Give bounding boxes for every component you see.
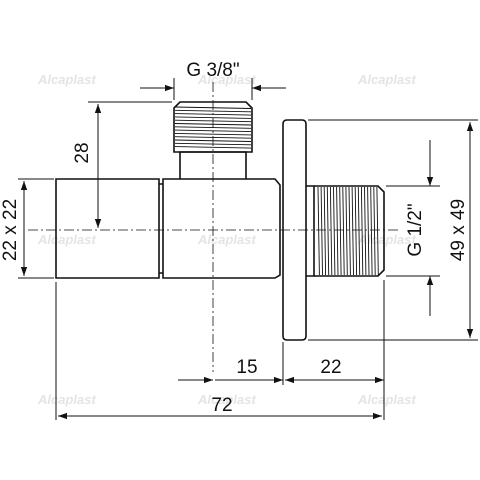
valve-body [55,101,385,341]
thread-line [367,186,370,276]
watermark-logo: Alcaplast [37,72,96,87]
thread-line [342,186,345,276]
thread-line [317,186,320,276]
thread-line [376,186,379,276]
thread-line [336,186,339,276]
thread-line [174,106,252,109]
body-block [162,178,281,279]
outlet-height-label: 28 [72,142,93,163]
outlet-thread [173,101,253,153]
inlet-thread-lines [317,186,379,276]
watermark-logo: Alcaplast [37,392,96,407]
thread-line [339,186,342,276]
thread-line [364,186,367,276]
overall-length-label: 72 [211,395,232,416]
dimension-labels: G 3/8" 28 22 x 22 G 1/2" 49 x 49 15 22 7… [0,60,469,416]
thread-line [354,186,358,276]
thread-line [174,119,252,123]
thread-line [329,186,333,276]
dimension-lines [20,84,474,420]
watermark-logo: Alcaplast [197,232,256,247]
inlet-length-label: 22 [320,357,341,378]
outlet-thread-lines [174,106,252,149]
watermark-logo: Alcaplast [37,232,96,247]
thread-line [333,186,336,276]
handle-block [55,178,160,279]
watermark-logo: Alcaplast [357,392,416,407]
watermark-logo: Alcaplast [197,392,256,407]
thread-line [174,126,252,129]
thread-line [174,132,252,136]
thread-line [174,113,252,116]
thread-line [174,123,252,126]
extension-lines [18,78,478,420]
thread-line [326,186,330,276]
thread-line [174,136,252,139]
thread-line [323,186,327,276]
body-joint [159,183,163,274]
thread-line [174,116,252,119]
thread-line [345,186,348,276]
flange-size-label: 49 x 49 [448,199,469,261]
thread-line [174,109,252,113]
thread-line [373,186,376,276]
thread-line [351,186,354,276]
thread-line [320,186,323,276]
thread-line [348,186,351,276]
thread-line [357,186,361,276]
flange-offset-label: 15 [236,357,257,378]
watermark-logo: Alcaplast [197,72,256,87]
outlet-thread-label: G 3/8" [186,60,239,81]
thread-line [370,186,373,276]
thread-line [360,186,364,276]
body-section-label: 22 x 22 [0,199,21,261]
wall-flange [282,119,307,341]
thread-line [174,129,252,133]
thread-line [174,139,252,142]
inlet-shank [306,185,315,277]
thread-line [174,146,252,149]
watermark-group: Alcaplast Alcaplast Alcaplast Alcaplast … [37,72,416,407]
thread-line [174,142,252,146]
watermark-logo: Alcaplast [357,72,416,87]
inlet-thread [314,185,385,277]
inlet-thread-label: G 1/2" [405,203,426,256]
